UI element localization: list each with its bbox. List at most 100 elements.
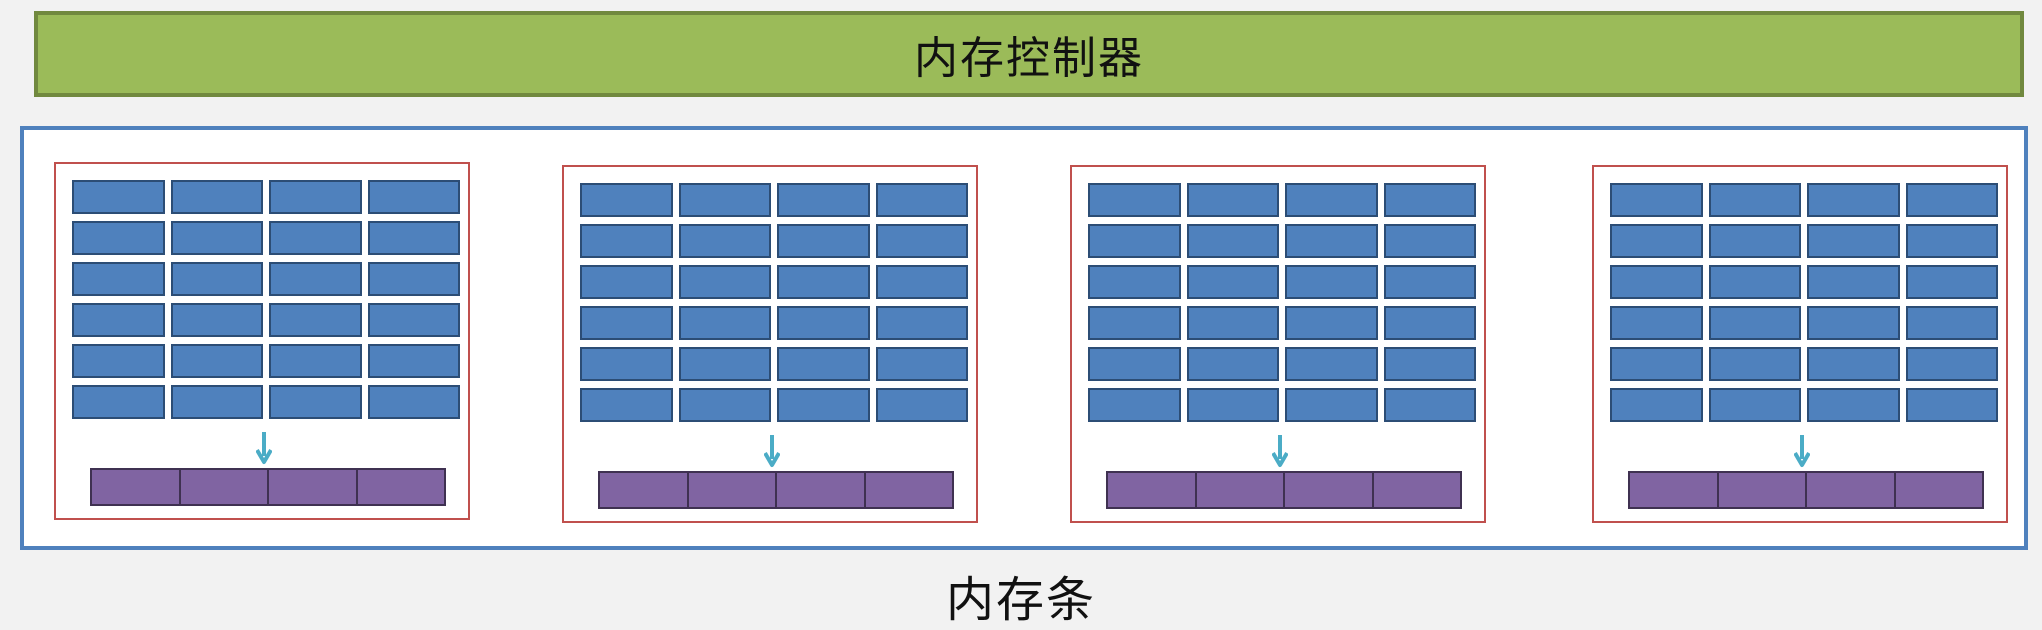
- row-buffer: [1628, 471, 1984, 509]
- memory-cell: [777, 388, 870, 422]
- row-buffer-segment: [1285, 473, 1374, 507]
- memory-cell: [1807, 265, 1900, 299]
- memory-cell: [777, 306, 870, 340]
- memory-cell: [1905, 183, 1998, 217]
- memory-cell: [1088, 347, 1181, 381]
- row-buffer-segment: [92, 470, 181, 504]
- memory-cell: [777, 347, 870, 381]
- memory-cell: [1807, 224, 1900, 258]
- memory-cell: [269, 262, 362, 296]
- memory-cell: [170, 262, 263, 296]
- memory-cell: [580, 265, 673, 299]
- memory-cell: [875, 183, 968, 217]
- memory-module-label: 内存条: [945, 572, 1096, 628]
- row-buffer-segment: [866, 473, 953, 507]
- memory-cell: [1610, 388, 1703, 422]
- memory-bank: [72, 180, 460, 419]
- memory-cell: [72, 303, 165, 337]
- memory-cell: [678, 224, 771, 258]
- row-buffer-segment: [181, 470, 269, 504]
- memory-cell: [1383, 265, 1476, 299]
- memory-cell: [1383, 347, 1476, 381]
- memory-cell: [1088, 306, 1181, 340]
- memory-cell: [777, 265, 870, 299]
- memory-cell: [1186, 306, 1279, 340]
- row-buffer-segment: [1807, 473, 1896, 507]
- memory-cell: [170, 303, 263, 337]
- memory-cell: [1610, 306, 1703, 340]
- memory-cell: [72, 385, 165, 419]
- memory-cell: [678, 388, 771, 422]
- memory-cell: [1186, 224, 1279, 258]
- memory-cell: [170, 180, 263, 214]
- memory-cell: [1285, 347, 1378, 381]
- row-buffer: [598, 471, 954, 509]
- memory-bank: [580, 183, 968, 422]
- memory-chip: [1592, 165, 2008, 523]
- memory-cell: [1610, 347, 1703, 381]
- memory-cell: [170, 344, 263, 378]
- memory-cell: [1186, 388, 1279, 422]
- memory-cell: [1708, 183, 1801, 217]
- memory-cell: [367, 221, 460, 255]
- row-buffer-segment: [1630, 473, 1719, 507]
- memory-cell: [678, 265, 771, 299]
- arrow-down-icon: [764, 435, 780, 467]
- memory-cell: [1383, 388, 1476, 422]
- memory-cell: [580, 183, 673, 217]
- memory-cell: [875, 347, 968, 381]
- memory-cell: [1708, 306, 1801, 340]
- memory-cell: [269, 344, 362, 378]
- memory-controller-label: 内存控制器: [914, 33, 1144, 84]
- memory-cell: [1383, 306, 1476, 340]
- arrow-down-icon: [1794, 435, 1810, 467]
- row-buffer-segment: [269, 470, 358, 504]
- row-buffer-segment: [1197, 473, 1285, 507]
- memory-cell: [1088, 224, 1181, 258]
- memory-cell: [72, 344, 165, 378]
- memory-cell: [875, 306, 968, 340]
- memory-cell: [1807, 347, 1900, 381]
- memory-module: [20, 126, 2028, 550]
- memory-cell: [580, 388, 673, 422]
- memory-cell: [1088, 183, 1181, 217]
- memory-cell: [580, 306, 673, 340]
- memory-cell: [1285, 183, 1378, 217]
- row-buffer-segment: [1374, 473, 1461, 507]
- memory-cell: [1708, 347, 1801, 381]
- memory-cell: [367, 180, 460, 214]
- row-buffer-segment: [689, 473, 777, 507]
- row-buffer-segment: [600, 473, 689, 507]
- memory-cell: [875, 224, 968, 258]
- memory-cell: [367, 344, 460, 378]
- memory-cell: [1285, 265, 1378, 299]
- memory-cell: [777, 183, 870, 217]
- memory-cell: [269, 385, 362, 419]
- memory-cell: [1186, 265, 1279, 299]
- memory-cell: [678, 347, 771, 381]
- memory-cell: [1088, 265, 1181, 299]
- memory-cell: [1285, 388, 1378, 422]
- memory-cell: [875, 265, 968, 299]
- row-buffer-segment: [358, 470, 445, 504]
- memory-cell: [1285, 306, 1378, 340]
- memory-cell: [1383, 183, 1476, 217]
- memory-cell: [1708, 224, 1801, 258]
- arrow-down-icon: [1272, 435, 1288, 467]
- row-buffer-segment: [1108, 473, 1197, 507]
- memory-bank: [1088, 183, 1476, 422]
- memory-cell: [367, 303, 460, 337]
- memory-chip: [54, 162, 470, 520]
- memory-cell: [1285, 224, 1378, 258]
- memory-cell: [367, 385, 460, 419]
- memory-cell: [678, 183, 771, 217]
- row-buffer: [1106, 471, 1462, 509]
- memory-cell: [72, 221, 165, 255]
- memory-cell: [875, 388, 968, 422]
- memory-chip: [1070, 165, 1486, 523]
- memory-cell: [1905, 224, 1998, 258]
- memory-cell: [269, 221, 362, 255]
- memory-cell: [678, 306, 771, 340]
- memory-cell: [1186, 347, 1279, 381]
- row-buffer-segment: [1896, 473, 1983, 507]
